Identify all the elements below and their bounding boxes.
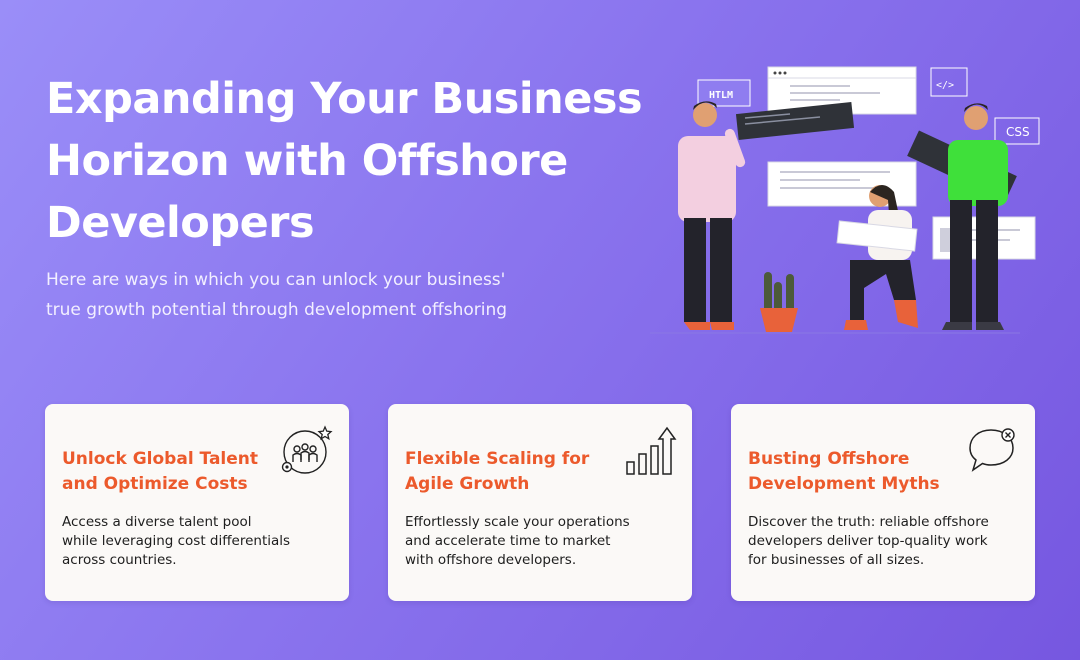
card-title: Flexible Scaling for Agile Growth bbox=[405, 447, 620, 497]
hero-title: Expanding Your Business Horizon with Off… bbox=[46, 68, 646, 254]
card-title-line: Flexible Scaling for bbox=[405, 449, 590, 469]
card-title-line: Unlock Global Talent bbox=[62, 449, 259, 469]
card-text: Access a diverse talent pool while lever… bbox=[62, 513, 332, 570]
card-text-line: across countries. bbox=[62, 552, 177, 568]
card-text-line: for businesses of all sizes. bbox=[748, 552, 925, 568]
global-team-icon bbox=[281, 425, 333, 474]
growth-chart-icon bbox=[626, 426, 677, 475]
code-tablet bbox=[735, 102, 855, 140]
card-text-line: with offshore developers. bbox=[405, 552, 577, 568]
card-text-line: while leveraging cost differentials bbox=[62, 533, 291, 549]
card-text-line: and accelerate time to market bbox=[405, 533, 611, 549]
hero-subtitle: Here are ways in which you can unlock yo… bbox=[46, 265, 606, 325]
cactus-plant bbox=[760, 272, 798, 332]
card-title-line: Agile Growth bbox=[405, 474, 530, 494]
feature-card-global-talent: Unlock Global Talent and Optimize Costs … bbox=[45, 404, 349, 601]
svg-text:</>: </> bbox=[936, 80, 954, 91]
feature-card-flexible-scaling: Flexible Scaling for Agile Growth Effort… bbox=[388, 404, 692, 601]
card-title: Busting Offshore Development Myths bbox=[748, 447, 963, 497]
developer-middle bbox=[836, 185, 918, 330]
card-text: Discover the truth: reliable offshore de… bbox=[748, 513, 1018, 570]
card-title: Unlock Global Talent and Optimize Costs bbox=[62, 447, 277, 497]
hero-title-line: Developers bbox=[46, 198, 315, 248]
svg-text:CSS: CSS bbox=[1006, 125, 1030, 139]
svg-text:HTLM: HTLM bbox=[709, 90, 733, 101]
developer-right bbox=[942, 103, 1008, 330]
card-title-line: Development Myths bbox=[748, 474, 940, 494]
developers-illustration: HTLM </> CSS bbox=[650, 66, 1040, 334]
css-window: CSS bbox=[994, 117, 1040, 145]
developer-left bbox=[678, 101, 746, 330]
card-text-line: Effortlessly scale your operations bbox=[405, 514, 630, 530]
hero-subtitle-line: true growth potential through developmen… bbox=[46, 300, 508, 320]
hero-title-line: Horizon with Offshore bbox=[46, 136, 568, 186]
card-text-line: developers deliver top-quality work bbox=[748, 533, 988, 549]
card-text-line: Discover the truth: reliable offshore bbox=[748, 514, 989, 530]
speech-bubble-x-icon bbox=[969, 428, 1015, 472]
html-code-icon: </> bbox=[930, 67, 968, 97]
hero-subtitle-line: Here are ways in which you can unlock yo… bbox=[46, 270, 506, 290]
card-text-line: Access a diverse talent pool bbox=[62, 514, 252, 530]
card-title-line: and Optimize Costs bbox=[62, 474, 248, 494]
card-title-line: Busting Offshore bbox=[748, 449, 910, 469]
hero-title-line: Expanding Your Business bbox=[46, 74, 643, 124]
feature-card-myths: Busting Offshore Development Myths Disco… bbox=[731, 404, 1035, 601]
card-text: Effortlessly scale your operations and a… bbox=[405, 513, 675, 570]
